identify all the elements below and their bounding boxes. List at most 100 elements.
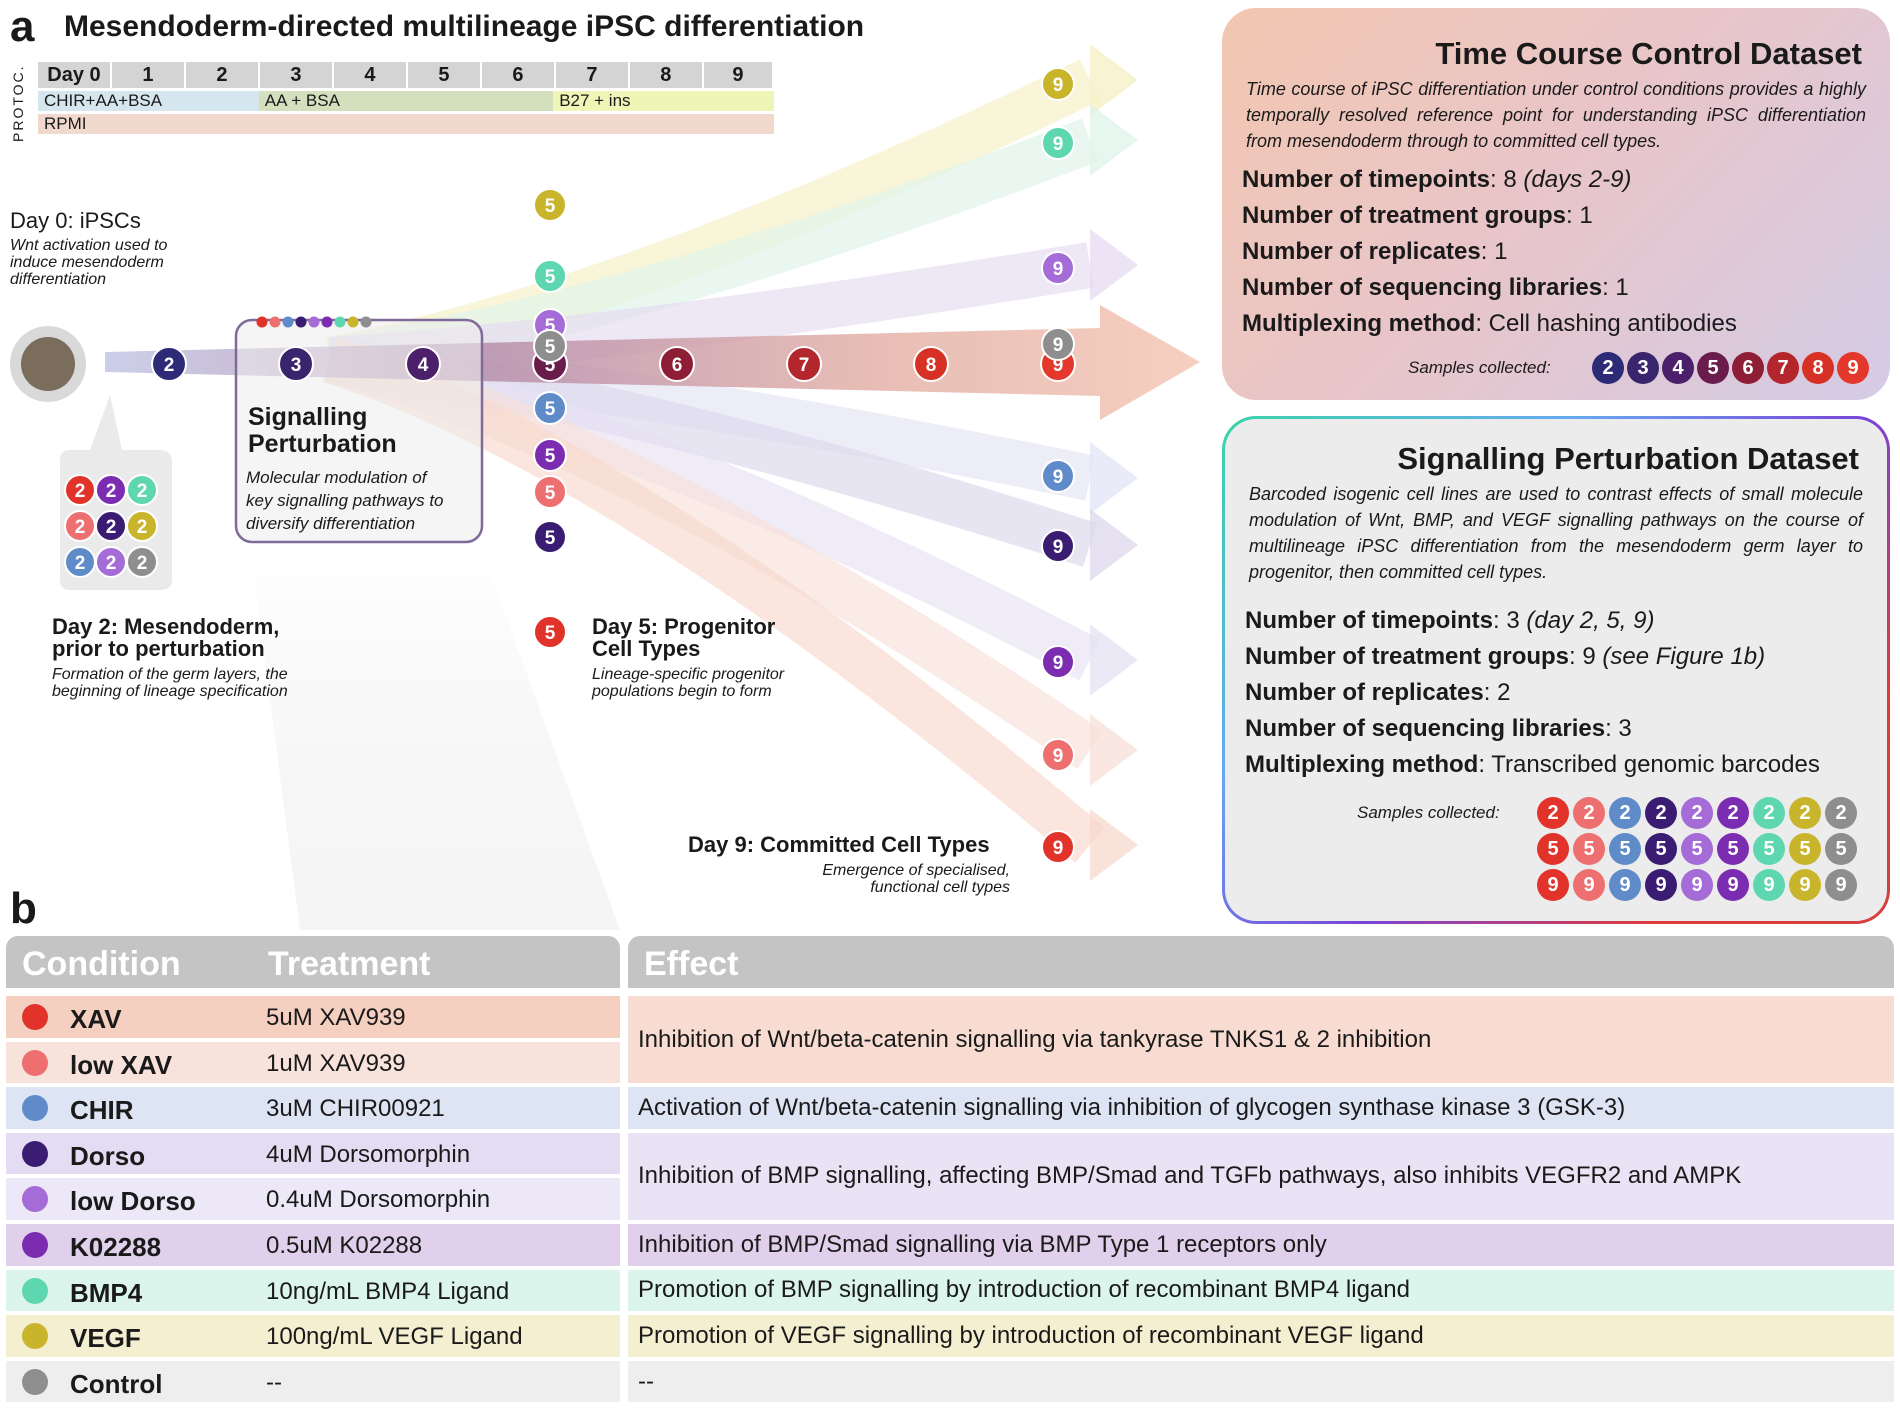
branch-arrowhead-4: [1090, 509, 1138, 581]
protocol-base-row: RPMI: [38, 114, 774, 134]
stat-label: Number of replicates: [1242, 238, 1481, 265]
stat-label: Number of treatment groups: [1242, 202, 1567, 229]
timeline-dot-day8: 8: [913, 346, 949, 382]
day5-dot-K02288: 5: [533, 438, 567, 472]
day5-dot-VEGF: 5: [533, 188, 567, 222]
day9-dot-lowDorso: 9: [1041, 251, 1075, 285]
svg-text:5: 5: [545, 483, 556, 504]
perturbation-dot-CHIR: [282, 316, 294, 328]
effect-cell: Promotion of BMP signalling by introduct…: [628, 1269, 1894, 1312]
day2-subtitle: Formation of the germ layers, the beginn…: [52, 666, 288, 700]
svg-text:9: 9: [1053, 355, 1064, 376]
day0-sub-line1: Wnt activation used to: [10, 237, 168, 254]
perturbation-dot-lowXAV: [269, 316, 281, 328]
day9-dot-CHIR: 9: [1041, 459, 1075, 493]
svg-text:5: 5: [545, 446, 556, 467]
stat-label: Multiplexing method: [1245, 751, 1479, 778]
day9-dot-XAV: 9: [1041, 830, 1075, 864]
branch-arrowhead-0: [1090, 44, 1138, 116]
panel-a-title: Mesendoderm-directed multilineage iPSC d…: [64, 10, 865, 43]
svg-text:5: 5: [545, 623, 556, 644]
protocol-day-7: 7: [555, 62, 630, 88]
sp-sample-dot-lowDorso-5: 5: [1681, 833, 1713, 865]
bubble-dot-K02288: 2: [95, 474, 127, 506]
perturbation-color-dots: [256, 316, 372, 328]
perturbation-samples-label: Samples collected:: [1357, 803, 1500, 822]
condition-color-dot: [22, 1277, 48, 1304]
treatment-text: 3uM CHIR00921: [266, 1095, 445, 1123]
svg-text:5: 5: [545, 355, 556, 376]
day2-sub-line2: beginning of lineage specification: [52, 683, 288, 700]
stat-label: Number of timepoints: [1245, 607, 1494, 634]
protocol-day-4: 4: [333, 62, 408, 88]
tc-sample-dot-4: 4: [1662, 352, 1694, 384]
main-trajectory-arrow: [105, 305, 1200, 420]
sp-sample-dot-CHIR-9: 9: [1609, 869, 1641, 901]
time-course-dataset-box: Time Course Control Dataset Time course …: [1222, 8, 1890, 400]
day5-dot-BMP4: 5: [533, 259, 567, 293]
day5-sub-line2: populations begin to form: [592, 683, 772, 700]
day5-dot-XAV: 5: [533, 615, 567, 649]
sp-sample-dot-lowDorso-2: 2: [1681, 797, 1713, 829]
stat-extra: (day 2, 5, 9): [1526, 607, 1655, 634]
effect-cell: Promotion of VEGF signalling by introduc…: [628, 1315, 1894, 1357]
day9-subtitle: Emergence of specialised, functional cel…: [700, 862, 1010, 896]
stat-1: Number of treatment groups: 1: [1242, 198, 1593, 234]
effect-text: --: [638, 1367, 654, 1395]
protocol-day-9: 9: [703, 62, 774, 88]
perturbation-dot-Dorso: [295, 316, 307, 328]
svg-text:9: 9: [1053, 653, 1064, 674]
perturbation-title-line1: Signalling: [248, 403, 368, 431]
perturbation-sub-line1: Molecular modulation of: [246, 468, 427, 487]
sp-sample-dot-Control-5: 5: [1825, 833, 1857, 865]
branch-arrowhead-7: [1090, 809, 1138, 881]
stat-value: : 1: [1566, 202, 1593, 229]
condition-color-dot: [22, 1049, 48, 1076]
condition-name: CHIR: [70, 1095, 134, 1126]
table-row: CHIR 3uM CHIR00921: [6, 1087, 620, 1129]
stat-label: Number of treatment groups: [1245, 643, 1570, 670]
day9-title: Day 9: Committed Cell Types: [688, 832, 990, 857]
perturbation-dot-K02288: [321, 316, 333, 328]
effect-cell: Activation of Wnt/beta-catenin signallin…: [628, 1087, 1894, 1129]
stat-value: : 9: [1569, 643, 1603, 670]
condition-name: K02288: [70, 1232, 162, 1262]
sp-sample-dot-lowXAV-2: 2: [1573, 797, 1605, 829]
sp-sample-dot-Control-2: 2: [1825, 797, 1857, 829]
timeline-dot-day4: 4: [405, 346, 441, 382]
protocol-day-5: 5: [407, 62, 482, 88]
svg-text:2: 2: [106, 517, 117, 538]
branch-arrowhead-1: [1090, 104, 1138, 176]
stat-0: Number of timepoints: 8 (days 2-9): [1242, 162, 1631, 198]
ipsc-cell-nucleus: [21, 337, 75, 391]
perturbation-dot-BMP4: [334, 316, 346, 328]
bubble-dot-lowDorso: 2: [95, 546, 127, 578]
day5-sub-line1: Lineage-specific progenitor: [592, 666, 785, 683]
panel-a-letter: a: [10, 2, 35, 51]
svg-text:5: 5: [545, 337, 556, 358]
svg-text:2: 2: [164, 355, 175, 376]
stat-value: : 2: [1483, 679, 1511, 706]
sp-sample-dot-lowXAV-5: 5: [1573, 833, 1605, 865]
stat-value: : 1: [1602, 274, 1629, 301]
tc-sample-dot-6: 6: [1732, 352, 1764, 384]
stat-value: : 3: [1605, 715, 1632, 742]
day5-dot-Control: 5: [533, 329, 567, 363]
day9-dot-Control: 9: [1041, 327, 1075, 361]
day5-title: Day 5: Progenitor Cell Types: [592, 616, 775, 660]
day0-sub-line2: induce mesendoderm: [10, 254, 164, 271]
condition-name: low Dorso: [70, 1186, 196, 1217]
svg-text:7: 7: [799, 355, 810, 376]
sp-sample-dot-lowDorso-9: 9: [1681, 869, 1713, 901]
timeline-dot-day2: 2: [151, 346, 187, 382]
